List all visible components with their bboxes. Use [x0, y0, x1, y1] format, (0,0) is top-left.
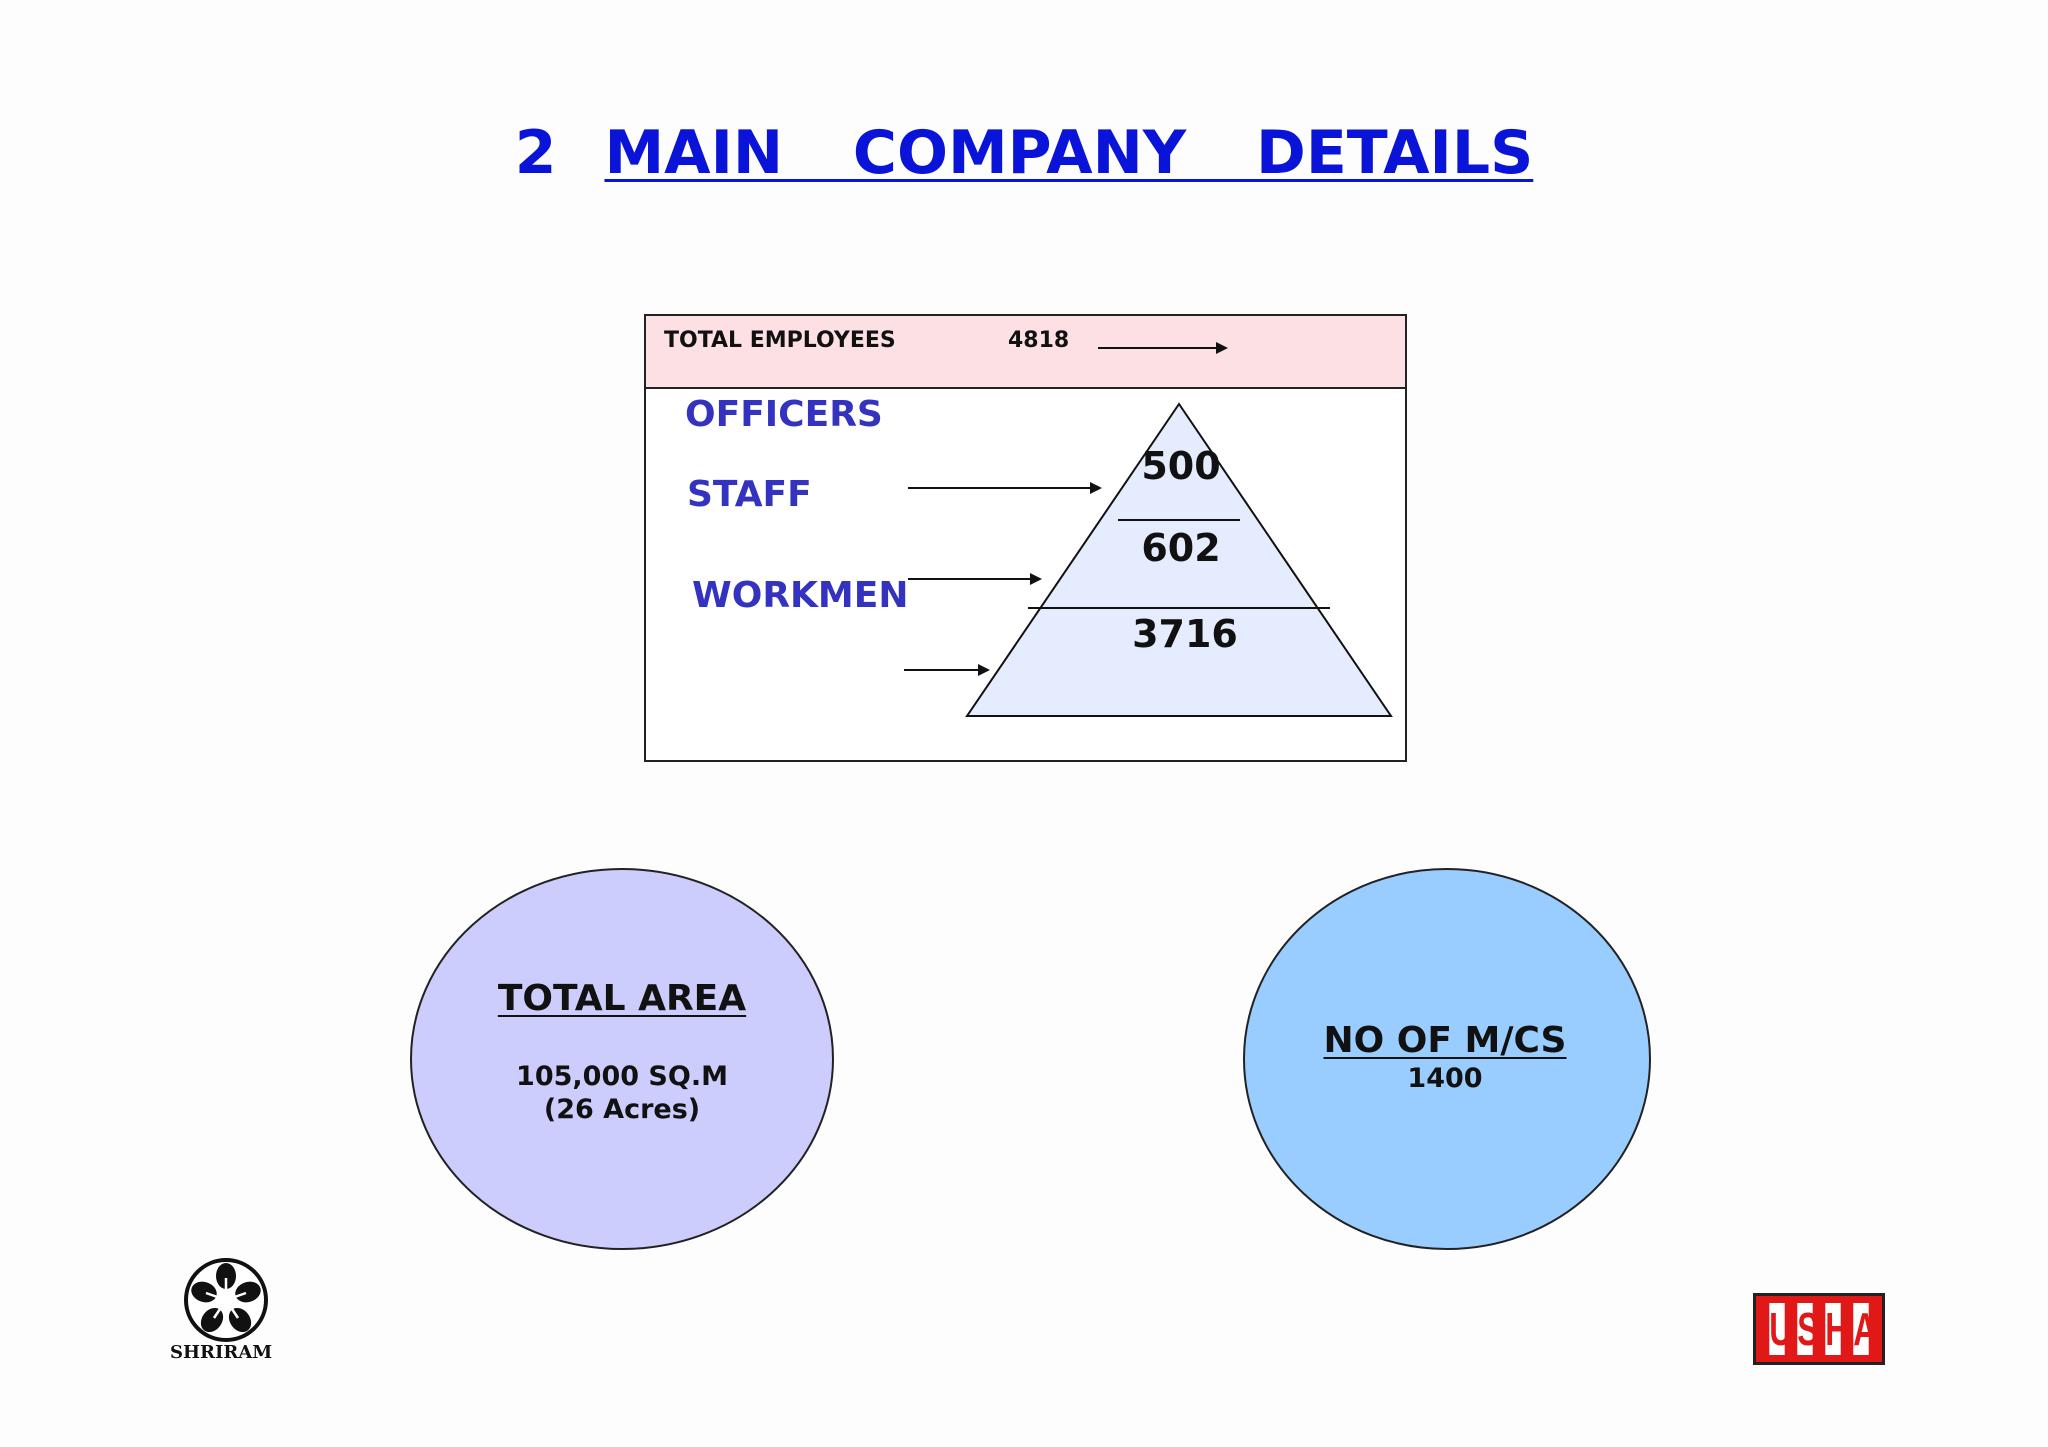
shriram-logo-text: SHRIRAM — [170, 1342, 273, 1363]
level-value-workmen: 3716 — [1132, 612, 1238, 656]
level-value-staff: 602 — [1141, 526, 1221, 570]
arrow-right-icon — [1098, 342, 1228, 354]
machines-value: 1400 — [1407, 1063, 1483, 1094]
page-title: 2 MAIN COMPANY DETAILS — [0, 118, 2048, 188]
section-title: MAIN COMPANY DETAILS — [604, 118, 1534, 188]
total-area-text: TOTAL AREA 105,000 SQ.M (26 Acres) — [452, 978, 792, 1125]
pyramid-chart — [904, 402, 1393, 717]
arrow-right-icon — [908, 482, 1102, 494]
machines-circle — [1243, 868, 1651, 1250]
shriram-logo — [184, 1258, 268, 1342]
total-employees-band: TOTAL EMPLOYEES 4818 — [646, 316, 1405, 389]
total-area-value: 105,000 SQ.M — [516, 1061, 728, 1092]
level-label-staff: STAFF — [687, 474, 812, 515]
total-area-acres: (26 Acres) — [543, 1094, 701, 1125]
employee-diagram: TOTAL EMPLOYEES 4818 OFFICERS STAFF WORK… — [644, 314, 1407, 762]
total-employees-label: TOTAL EMPLOYEES — [664, 328, 896, 353]
total-employees-value: 4818 — [1008, 328, 1070, 353]
pyramid-shape — [965, 402, 1393, 717]
section-number: 2 — [514, 118, 557, 188]
total-area-circle — [410, 868, 834, 1250]
total-area-heading: TOTAL AREA — [497, 978, 747, 1019]
arrow-right-icon — [904, 664, 990, 676]
machines-heading: NO OF M/CS — [1323, 1020, 1567, 1061]
level-label-officers: OFFICERS — [685, 394, 883, 435]
level-value-officers: 500 — [1141, 444, 1221, 488]
machines-text: NO OF M/CS 1400 — [1275, 1020, 1615, 1094]
arrow-right-icon — [908, 573, 1042, 585]
level-label-workmen: WORKMEN — [692, 575, 909, 616]
